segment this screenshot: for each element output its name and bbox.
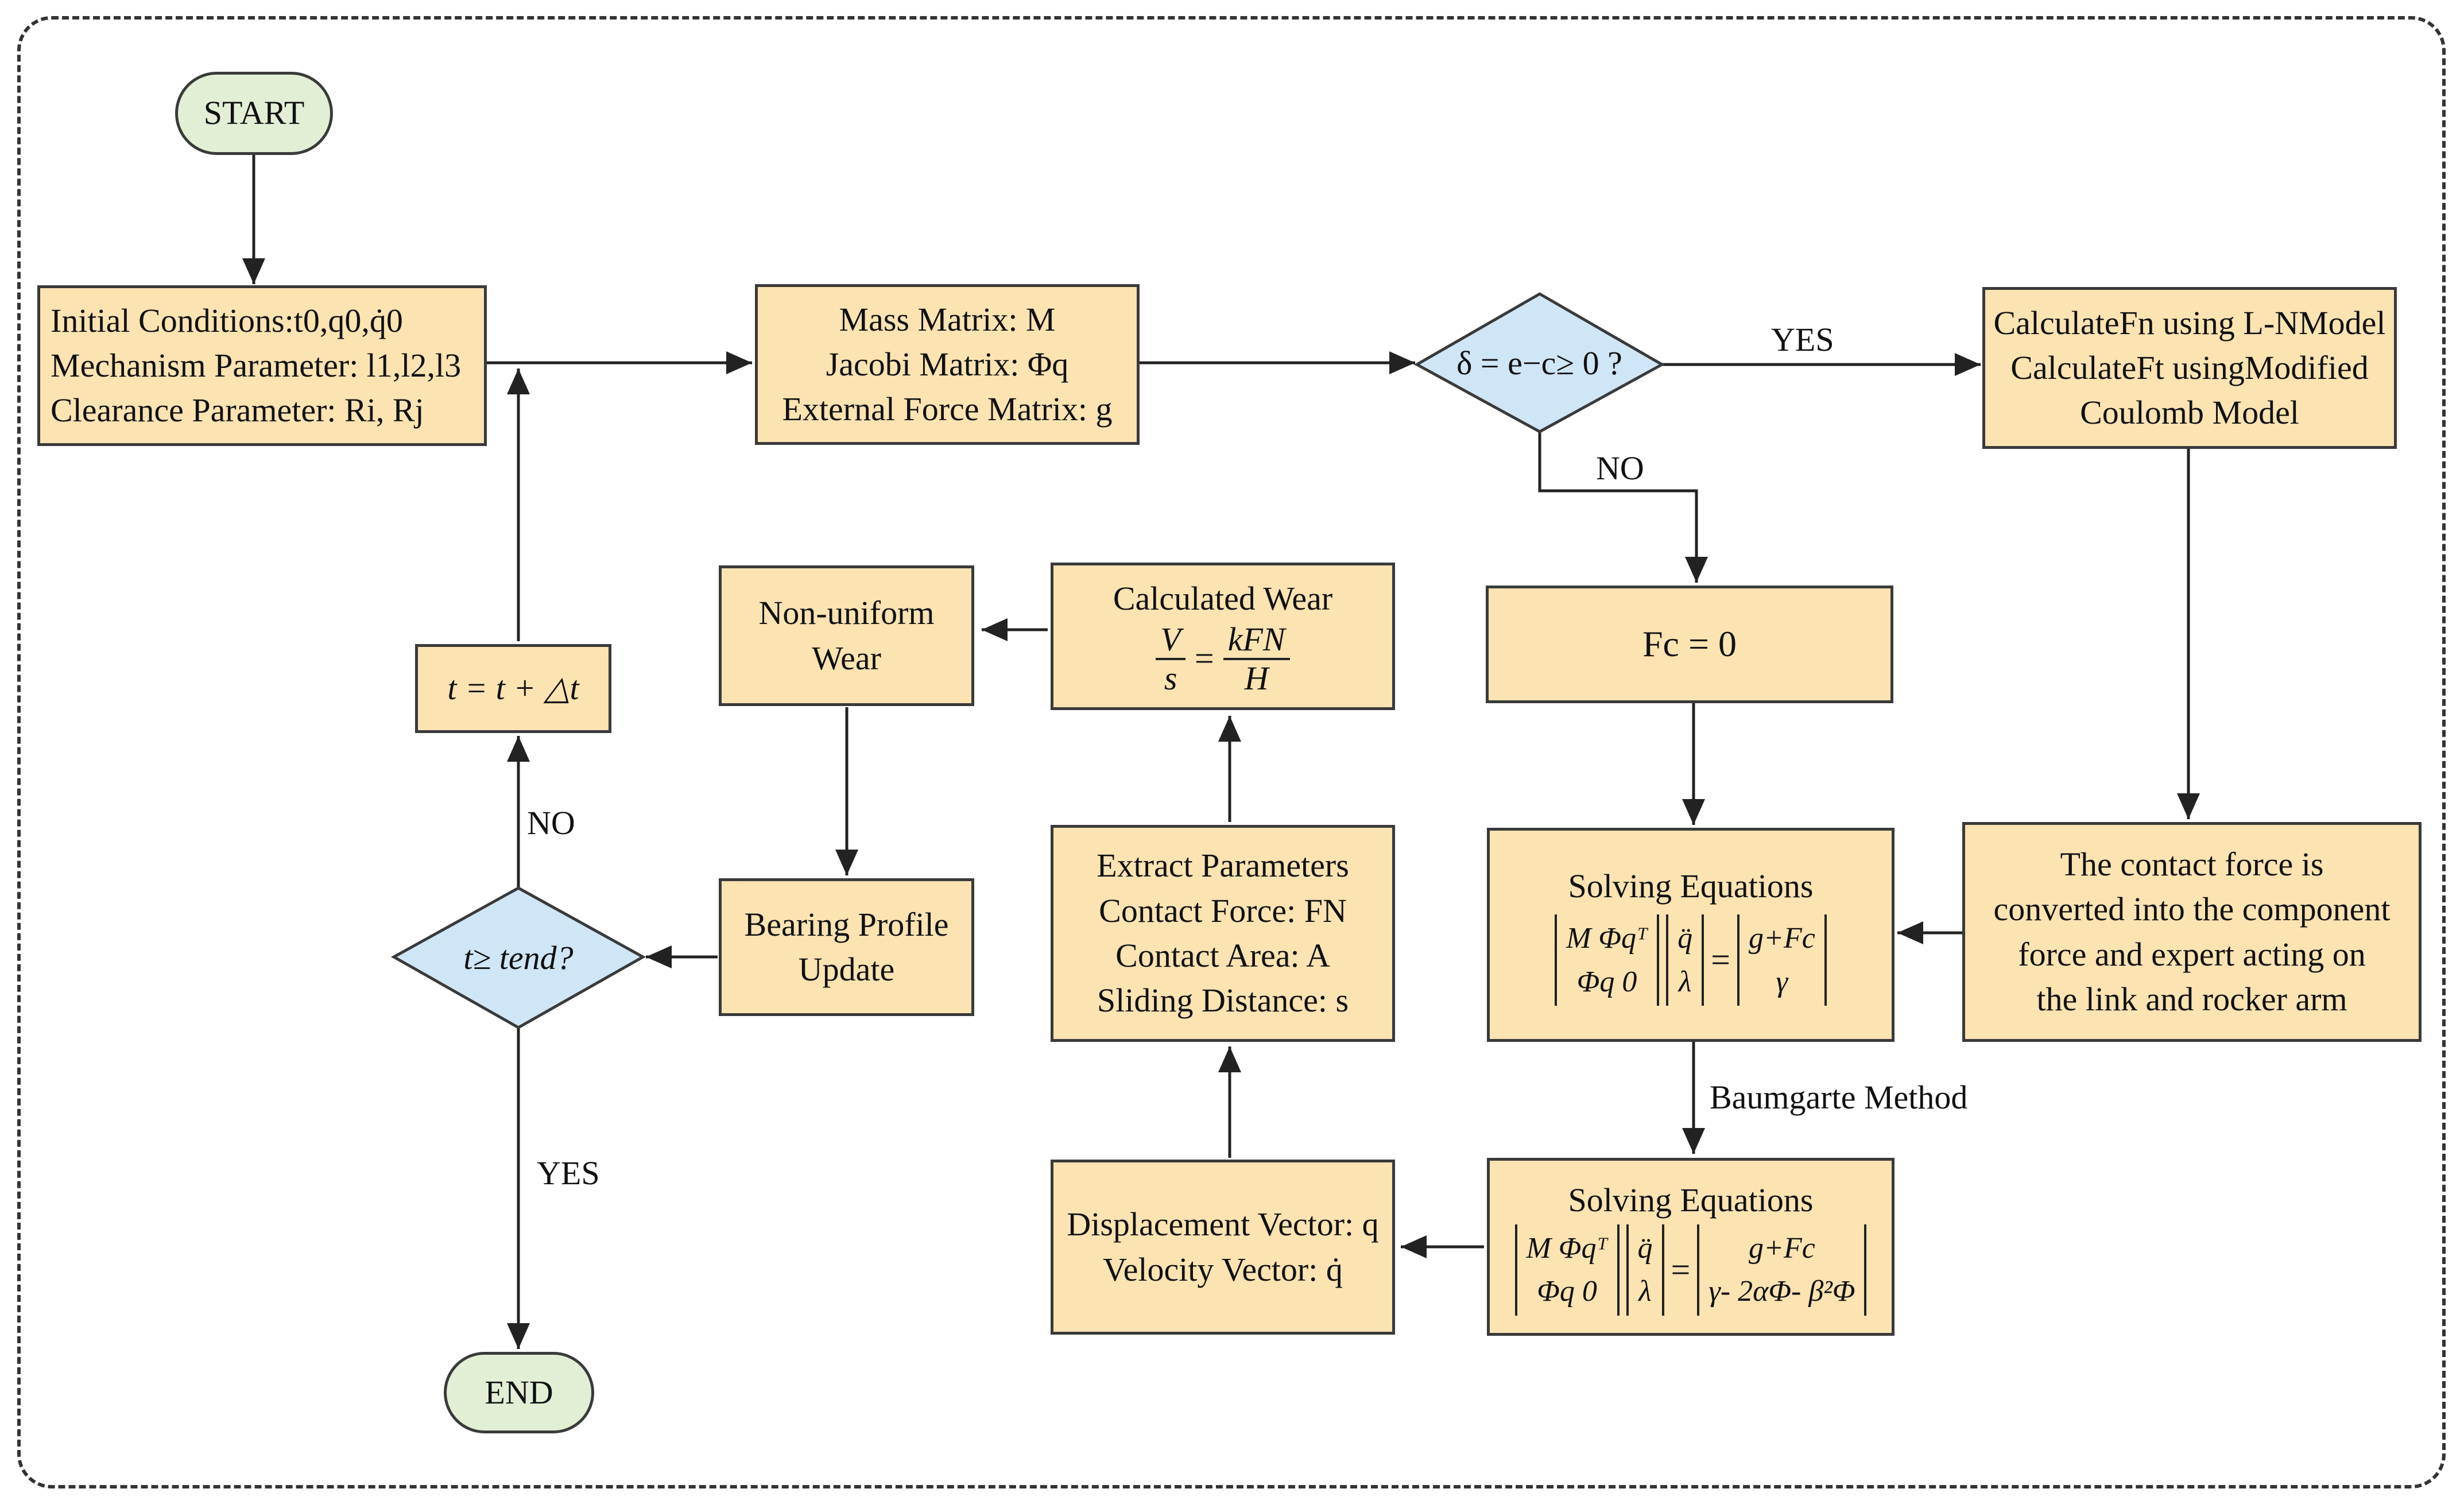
dashed-frame	[17, 16, 2446, 1488]
end-label: END	[485, 1373, 553, 1411]
wear-equals: =	[1194, 639, 1214, 678]
time-step-label: t = t + △t	[447, 669, 579, 707]
wear-fraction-left: V s	[1156, 621, 1185, 697]
decision-time-label: t≥ tend?	[463, 939, 574, 976]
solve2-matrix-equation: M Φqᵀ Φq 0 q̈ λ = g+Fc γ- 2αΦ- β²Φ	[1512, 1224, 1870, 1316]
solve2-rhs-vector: g+Fc γ- 2αΦ- β²Φ	[1697, 1224, 1867, 1316]
solve2-r-row-2: γ- 2αΦ- β²Φ	[1708, 1275, 1855, 1308]
solve1-unknown-vector: q̈ λ	[1666, 914, 1704, 1006]
start-node: START	[175, 72, 333, 155]
nonuniform-line-2: Wear	[812, 639, 881, 677]
calc-force-line-1: CalculateFn using L-NModel	[1993, 304, 2386, 342]
end-node: END	[444, 1352, 594, 1433]
nonuniform-wear-box: Non-uniform Wear	[719, 565, 974, 706]
solve2-title: Solving Equations	[1568, 1181, 1814, 1219]
contact-converted-box: The contact force is converted into the …	[1962, 822, 2422, 1042]
fc-zero-label: Fc = 0	[1642, 623, 1737, 665]
converted-line-3: force and expert acting on	[2018, 935, 2366, 973]
wear-num-left: V	[1156, 621, 1185, 660]
solve1-m-row-2: Φq 0	[1576, 965, 1637, 998]
wear-num-right: kFN	[1223, 621, 1290, 660]
calc-wear-title: Calculated Wear	[1113, 579, 1333, 617]
wear-fraction-right: kFN H	[1223, 621, 1290, 697]
profile-line-2: Update	[798, 951, 895, 988]
matrices-line-2: Jacobi Matrix: Φq	[826, 345, 1069, 383]
solve2-m-row-1: M Φqᵀ	[1526, 1231, 1608, 1265]
edge-label-no-contact: NO	[1596, 449, 1644, 487]
wear-den-left: s	[1164, 659, 1177, 697]
matrices-box: Mass Matrix: M Jacobi Matrix: Φq Externa…	[755, 284, 1140, 445]
wear-formula: V s = kFN H	[1150, 621, 1295, 697]
nonuniform-line-1: Non-uniform	[758, 594, 935, 632]
decision-time-shape	[390, 886, 646, 1029]
solve2-coefficient-matrix: M Φqᵀ Φq 0	[1514, 1224, 1620, 1316]
solve2-unknown-vector: q̈ λ	[1626, 1224, 1664, 1316]
solve1-title: Solving Equations	[1568, 867, 1814, 905]
edge-label-baumgarte: Baumgarte Method	[1710, 1079, 1968, 1116]
solve2-v-row-2: λ	[1638, 1275, 1652, 1308]
solve1-rhs-vector: g+Fc γ	[1737, 914, 1827, 1006]
decision-contact-shape	[1413, 292, 1665, 433]
calc-force-line-2: CalculateFt usingModified	[2010, 348, 2369, 386]
fc-zero-box: Fc = 0	[1486, 586, 1893, 703]
solving-equations-box-1: Solving Equations M Φqᵀ Φq 0 q̈ λ = g+Fc…	[1487, 828, 1895, 1042]
solve1-v-row-1: q̈	[1677, 922, 1693, 955]
decision-contact-label: δ = e−c≥ 0 ?	[1456, 344, 1622, 382]
calc-force-line-3: Coulomb Model	[2080, 394, 2299, 432]
converted-line-1: The contact force is	[2060, 845, 2324, 883]
displacement-line-1: Displacement Vector: q	[1067, 1205, 1379, 1243]
displacement-box: Displacement Vector: q Velocity Vector: …	[1051, 1160, 1395, 1335]
matrices-line-3: External Force Matrix: g	[782, 390, 1113, 428]
solve1-v-row-2: λ	[1678, 965, 1692, 998]
converted-line-2: converted into the component	[1993, 890, 2391, 928]
displacement-line-2: Velocity Vector: q̇	[1103, 1250, 1343, 1288]
solve1-r-row-2: γ	[1776, 965, 1788, 998]
solving-equations-box-2: Solving Equations M Φqᵀ Φq 0 q̈ λ = g+Fc…	[1487, 1158, 1895, 1336]
solve2-equals: =	[1671, 1250, 1691, 1289]
extract-line-2: Contact Force: FN	[1099, 891, 1347, 929]
solve1-matrix-equation: M Φqᵀ Φq 0 q̈ λ = g+Fc γ	[1551, 914, 1830, 1006]
initial-line-2: Mechanism Parameter: l1,l2,l3	[51, 346, 462, 384]
solve1-r-row-1: g+Fc	[1748, 922, 1815, 955]
wear-den-right: H	[1244, 659, 1269, 697]
solve2-v-row-1: q̈	[1637, 1231, 1653, 1265]
extract-line-3: Contact Area: A	[1115, 937, 1330, 974]
edge-label-no-time: NO	[527, 804, 575, 842]
calculated-wear-box: Calculated Wear V s = kFN H	[1051, 563, 1395, 710]
initial-conditions-box: Initial Conditions:t0,q0,q̇0 Mechanism P…	[37, 285, 487, 446]
solve1-m-row-1: M Φqᵀ	[1566, 922, 1648, 955]
solve2-r-row-1: g+Fc	[1748, 1231, 1815, 1265]
edge-decision-fczero	[1538, 432, 1708, 583]
profile-line-1: Bearing Profile	[744, 905, 949, 943]
matrices-line-1: Mass Matrix: M	[839, 300, 1056, 338]
solve1-equals: =	[1711, 941, 1730, 979]
extract-line-1: Extract Parameters	[1097, 847, 1349, 885]
edge-label-yes-contact: YES	[1771, 321, 1834, 358]
bearing-profile-box: Bearing Profile Update	[719, 878, 974, 1016]
initial-line-1: Initial Conditions:t0,q0,q̇0	[51, 301, 403, 339]
extract-parameters-box: Extract Parameters Contact Force: FN Con…	[1051, 825, 1395, 1042]
calculate-force-box: CalculateFn using L-NModel CalculateFt u…	[1982, 287, 2397, 449]
solve2-m-row-2: Φq 0	[1537, 1275, 1597, 1308]
time-step-box: t = t + △t	[415, 644, 611, 733]
converted-line-4: the link and rocker arm	[2036, 980, 2347, 1018]
initial-line-3: Clearance Parameter: Ri, Rj	[51, 391, 424, 429]
edge-label-yes-time: YES	[537, 1154, 600, 1192]
start-label: START	[203, 94, 305, 132]
extract-line-4: Sliding Distance: s	[1097, 982, 1349, 1019]
solve1-coefficient-matrix: M Φqᵀ Φq 0	[1555, 914, 1660, 1006]
